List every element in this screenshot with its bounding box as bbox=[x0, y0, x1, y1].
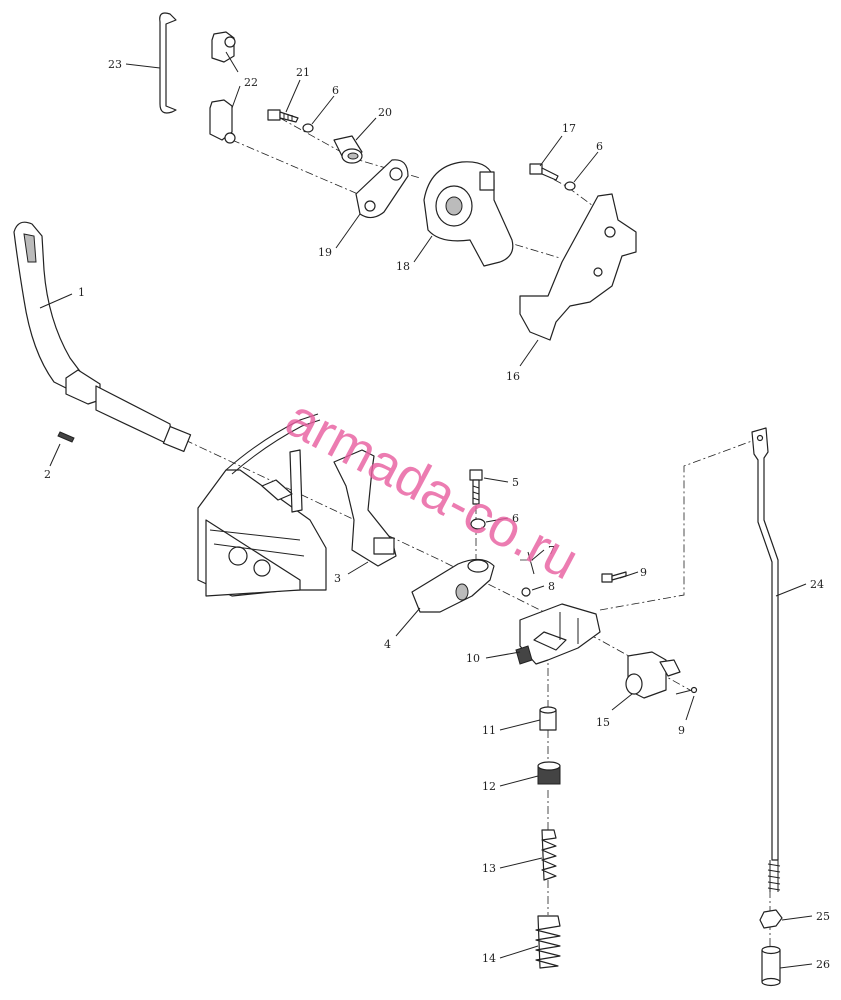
callout-15: 15 bbox=[596, 716, 610, 729]
part-5-bolt bbox=[469, 469, 483, 505]
part-22-bracket bbox=[209, 31, 236, 144]
callout-3: 3 bbox=[334, 572, 341, 585]
part-12-collar bbox=[537, 761, 561, 785]
callout-5: 5 bbox=[512, 476, 519, 489]
part-18-cam bbox=[423, 161, 514, 267]
callout-20: 20 bbox=[378, 106, 392, 119]
callout-6-right: 6 bbox=[596, 140, 603, 153]
part-10-block bbox=[515, 603, 601, 665]
callout-11: 11 bbox=[482, 724, 496, 737]
callout-6-top: 6 bbox=[332, 84, 339, 97]
part-7-screw bbox=[521, 551, 535, 597]
part-17-screw bbox=[529, 163, 559, 181]
callout-17: 17 bbox=[562, 122, 576, 135]
part-3-bracket bbox=[333, 449, 397, 567]
part-19-lever bbox=[355, 159, 409, 219]
part-1-handle bbox=[13, 221, 192, 453]
callout-25: 25 bbox=[816, 910, 830, 923]
part-25-nut bbox=[759, 909, 783, 929]
callout-21: 21 bbox=[296, 66, 310, 79]
part-14-spring bbox=[535, 915, 561, 969]
callout-6-mid: 6 bbox=[512, 512, 519, 525]
callout-19: 19 bbox=[318, 246, 332, 259]
callout-13: 13 bbox=[482, 862, 496, 875]
callout-12: 12 bbox=[482, 780, 496, 793]
part-11-bushing bbox=[539, 706, 557, 731]
part-6-washer bbox=[302, 123, 576, 191]
callout-2: 2 bbox=[44, 468, 51, 481]
part-2-pin bbox=[57, 431, 75, 443]
part-15-slide bbox=[625, 651, 681, 699]
callout-1: 1 bbox=[78, 286, 85, 299]
part-24-rod bbox=[751, 427, 781, 892]
part-21-screw bbox=[267, 109, 299, 123]
callout-16: 16 bbox=[506, 370, 520, 383]
callout-14: 14 bbox=[482, 952, 496, 965]
callout-9-lower: 9 bbox=[678, 724, 685, 737]
part-4-clamp bbox=[411, 558, 495, 613]
callout-8: 8 bbox=[548, 580, 555, 593]
machine-frame bbox=[197, 413, 327, 597]
callout-10: 10 bbox=[466, 652, 480, 665]
callout-4: 4 bbox=[384, 638, 391, 651]
leader-lines bbox=[39, 51, 813, 969]
callout-9-upper: 9 bbox=[640, 566, 647, 579]
callout-26: 26 bbox=[816, 958, 830, 971]
callout-7: 7 bbox=[548, 544, 555, 557]
part-23-rod bbox=[159, 12, 177, 114]
part-6-washer-lower bbox=[470, 518, 486, 530]
callout-22: 22 bbox=[244, 76, 258, 89]
callout-labels: 23 22 21 6 20 17 6 19 18 16 1 2 3 4 5 6 … bbox=[44, 58, 830, 971]
callout-24: 24 bbox=[810, 578, 824, 591]
part-16-plate bbox=[519, 193, 637, 341]
callout-23: 23 bbox=[108, 58, 122, 71]
part-13-spring bbox=[541, 829, 557, 881]
part-20-bushing bbox=[333, 135, 363, 164]
callout-18: 18 bbox=[396, 260, 410, 273]
part-26-sleeve bbox=[761, 945, 781, 987]
